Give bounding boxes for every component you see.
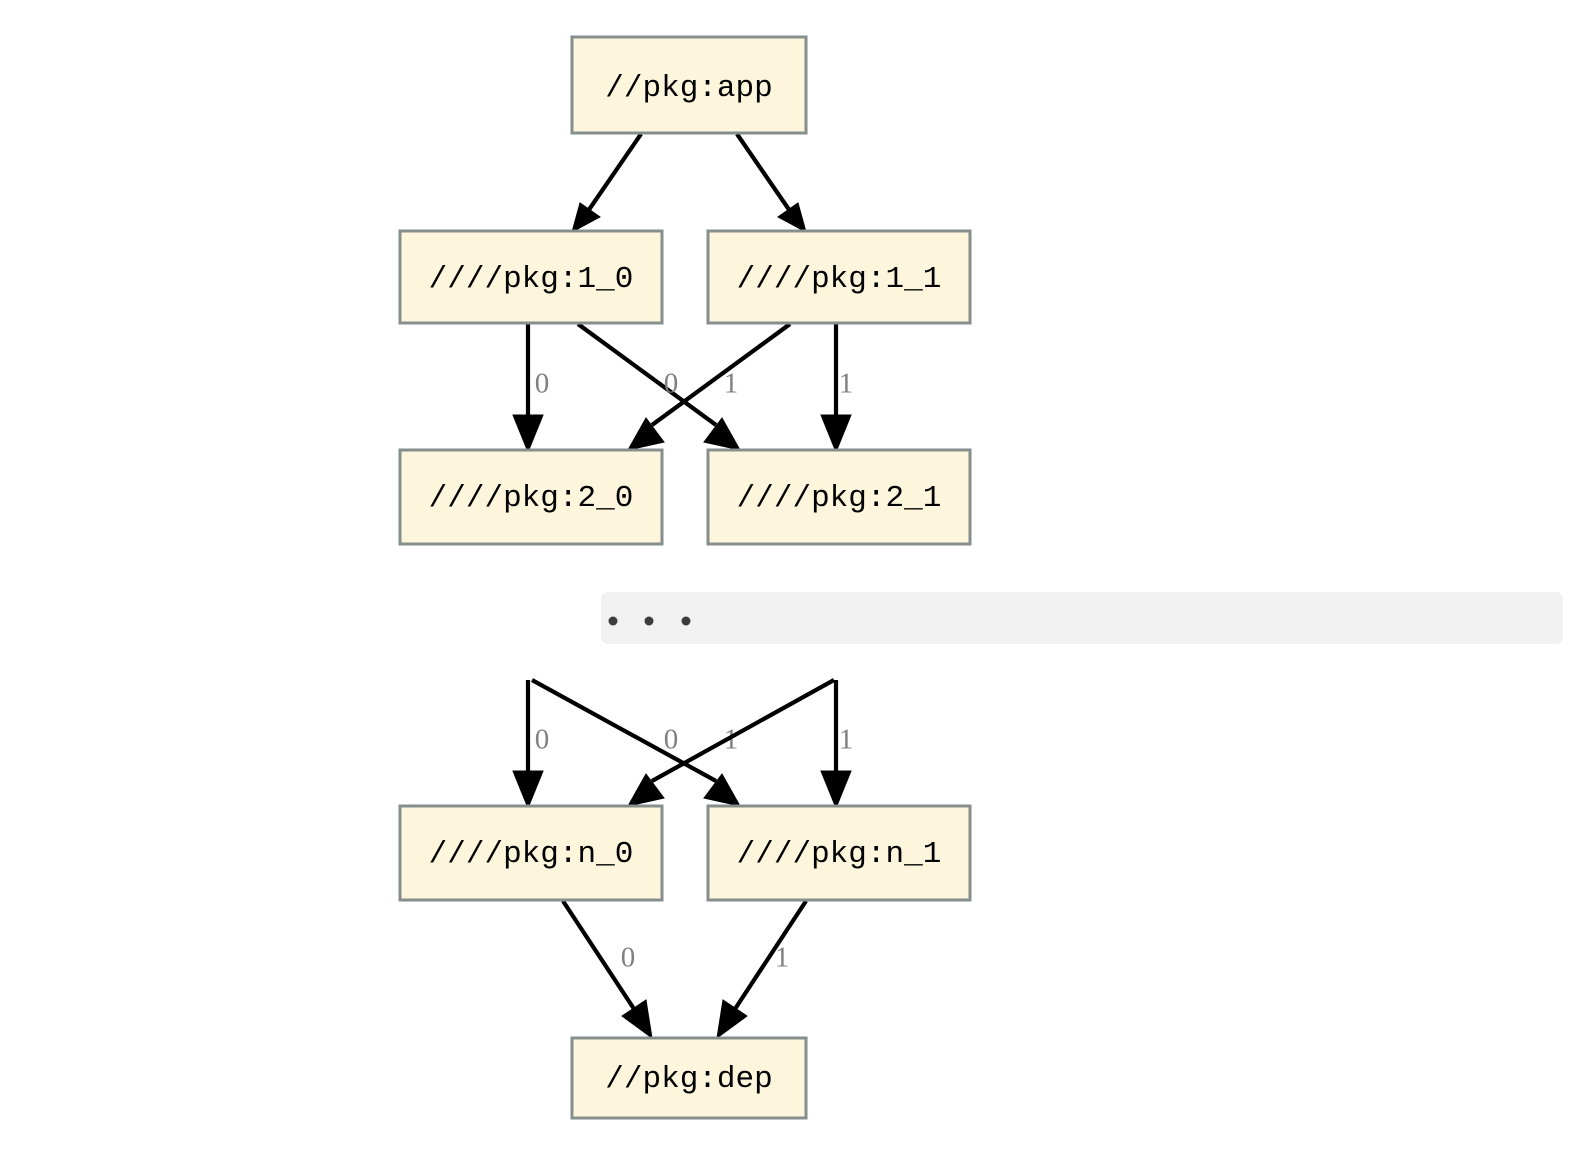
elision-dot bbox=[608, 616, 618, 626]
arrowhead-icon bbox=[820, 414, 852, 454]
edge-line bbox=[530, 678, 718, 783]
elision-dot bbox=[681, 616, 691, 626]
edge-cut-to-n_0-diagonal: 0 bbox=[627, 678, 836, 807]
edge-label-cut-n_1-b: 1 bbox=[839, 724, 854, 756]
edge-line bbox=[650, 678, 836, 783]
edge-line bbox=[584, 132, 643, 216]
arrowhead-icon bbox=[571, 202, 601, 233]
node-label-n_1: ////pkg:n_1 bbox=[737, 837, 942, 872]
node-box[interactable] bbox=[398, 804, 664, 902]
node-dep[interactable]: //pkg:dep bbox=[570, 1036, 808, 1120]
node-label-2_1: ////pkg:2_1 bbox=[737, 481, 942, 516]
edge-label-cut-n_0-a: 0 bbox=[535, 724, 550, 756]
edge-n_0-to-dep: 0 bbox=[561, 899, 653, 1040]
node-box[interactable] bbox=[706, 448, 972, 546]
edge-line bbox=[576, 322, 718, 427]
arrowhead-icon bbox=[777, 202, 807, 233]
arrowhead-icon bbox=[716, 999, 748, 1040]
arrowhead-icon bbox=[512, 414, 544, 454]
node-app[interactable]: //pkg:app bbox=[570, 35, 808, 135]
node-label-dep: //pkg:dep bbox=[605, 1062, 772, 1097]
arrowhead-icon bbox=[512, 770, 544, 810]
elision-band-rect bbox=[601, 592, 1563, 644]
node-label-app: //pkg:app bbox=[605, 71, 772, 106]
node-box[interactable] bbox=[706, 804, 972, 902]
node-2_1[interactable]: ////pkg:2_1 bbox=[706, 448, 972, 546]
elision-band bbox=[601, 592, 1563, 644]
node-box[interactable] bbox=[706, 229, 972, 325]
edge-label-n_0-dep: 0 bbox=[621, 942, 636, 974]
edge-app-to-1_0 bbox=[571, 132, 643, 233]
arrowhead-icon bbox=[820, 770, 852, 810]
edge-label-1_0-2_1: 1 bbox=[724, 368, 739, 400]
edge-label-1_1-2_0: 0 bbox=[664, 368, 679, 400]
node-2_0[interactable]: ////pkg:2_0 bbox=[398, 448, 664, 546]
arrowhead-icon bbox=[627, 773, 665, 807]
edge-cut-to-n_1-diagonal: 1 bbox=[530, 678, 741, 807]
elision-dot bbox=[644, 616, 654, 626]
edge-1_1-to-2_0: 0 bbox=[627, 322, 792, 451]
edge-cut-to-n_1-straight: 1 bbox=[820, 680, 854, 810]
edge-cut-to-n_0-straight: 0 bbox=[512, 680, 550, 810]
node-label-2_0: ////pkg:2_0 bbox=[429, 481, 634, 516]
edge-app-to-1_1 bbox=[735, 132, 807, 233]
node-n_0[interactable]: ////pkg:n_0 bbox=[398, 804, 664, 902]
node-box[interactable] bbox=[570, 1036, 808, 1120]
edge-label-1_1-2_1: 1 bbox=[839, 368, 854, 400]
edge-line bbox=[561, 899, 638, 1014]
arrowhead-icon bbox=[703, 773, 741, 807]
edge-line bbox=[650, 322, 792, 427]
node-box[interactable] bbox=[570, 35, 808, 135]
node-label-1_1: ////pkg:1_1 bbox=[737, 262, 942, 297]
node-n_1[interactable]: ////pkg:n_1 bbox=[706, 804, 972, 902]
edge-label-cut-n_1-a: 1 bbox=[724, 724, 739, 756]
arrowhead-icon bbox=[703, 417, 741, 451]
node-1_1[interactable]: ////pkg:1_1 bbox=[706, 229, 972, 325]
node-1_0[interactable]: ////pkg:1_0 bbox=[398, 229, 664, 325]
edge-1_0-to-2_1: 1 bbox=[576, 322, 741, 451]
edge-label-1_0-2_0: 0 bbox=[535, 368, 550, 400]
arrowhead-icon bbox=[627, 417, 665, 451]
edge-line bbox=[735, 132, 794, 216]
edge-1_0-to-2_0: 0 bbox=[512, 324, 550, 454]
arrowhead-icon bbox=[621, 999, 653, 1040]
node-label-n_0: ////pkg:n_0 bbox=[429, 837, 634, 872]
edge-line bbox=[731, 899, 808, 1014]
node-box[interactable] bbox=[398, 229, 664, 325]
edge-1_1-to-2_1: 1 bbox=[820, 324, 854, 454]
node-label-1_0: ////pkg:1_0 bbox=[429, 262, 634, 297]
edge-label-n_1-dep: 1 bbox=[775, 942, 790, 974]
node-box[interactable] bbox=[398, 448, 664, 546]
edge-n_1-to-dep: 1 bbox=[716, 899, 808, 1040]
edge-label-cut-n_0-b: 0 bbox=[664, 724, 679, 756]
